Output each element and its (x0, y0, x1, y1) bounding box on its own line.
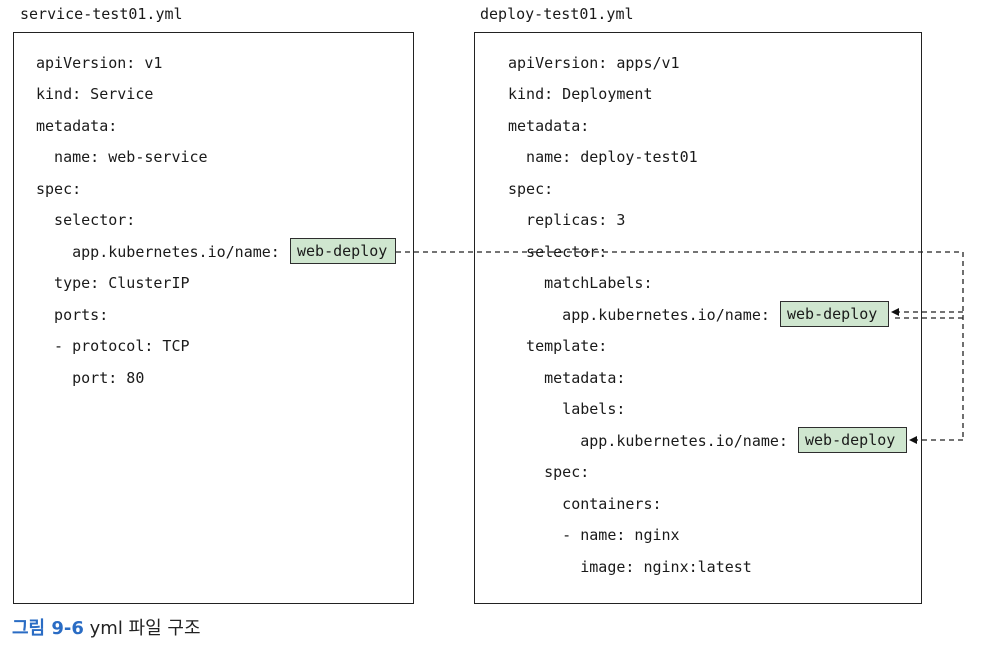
code-line: apiVersion: apps/v1 (508, 54, 680, 72)
code-line: metadata: (36, 117, 118, 135)
code-line: spec: (508, 463, 590, 481)
code-line: selector: (508, 243, 608, 261)
code-line: kind: Deployment (508, 85, 653, 103)
code-line: apiVersion: v1 (36, 54, 163, 72)
code-line: app.kubernetes.io/name: (508, 306, 779, 324)
code-line: - protocol: TCP (36, 337, 190, 355)
code-line: spec: (36, 180, 82, 198)
code-line: app.kubernetes.io/name: (36, 243, 289, 261)
deploy-template-label-value: web-deploy (798, 427, 907, 453)
code-line: name: deploy-test01 (508, 148, 698, 166)
code-line: selector: (36, 211, 136, 229)
code-line: replicas: 3 (508, 211, 626, 229)
code-line: name: web-service (36, 148, 208, 166)
code-line: type: ClusterIP (36, 274, 190, 292)
code-line: matchLabels: (508, 274, 653, 292)
code-line: metadata: (508, 117, 590, 135)
code-line: spec: (508, 180, 554, 198)
deploy-file-title: deploy-test01.yml (480, 5, 634, 23)
code-line: ports: (36, 306, 109, 324)
service-file-title: service-test01.yml (20, 5, 183, 23)
code-line: labels: (508, 400, 626, 418)
service-yaml-box (13, 32, 414, 604)
code-line: app.kubernetes.io/name: (508, 432, 797, 450)
figure-caption-text: yml 파일 구조 (83, 618, 201, 639)
figure-caption: 그림 9-6 yml 파일 구조 (12, 618, 201, 640)
service-selector-label-value: web-deploy (290, 238, 396, 264)
code-line: image: nginx:latest (508, 558, 752, 576)
code-line: port: 80 (36, 369, 145, 387)
figure-number: 그림 9-6 (12, 618, 84, 639)
code-line: metadata: (508, 369, 626, 387)
code-line: - name: nginx (508, 526, 680, 544)
code-line: template: (508, 337, 608, 355)
deploy-selector-label-value: web-deploy (780, 301, 889, 327)
code-line: kind: Service (36, 85, 154, 103)
code-line: containers: (508, 495, 662, 513)
